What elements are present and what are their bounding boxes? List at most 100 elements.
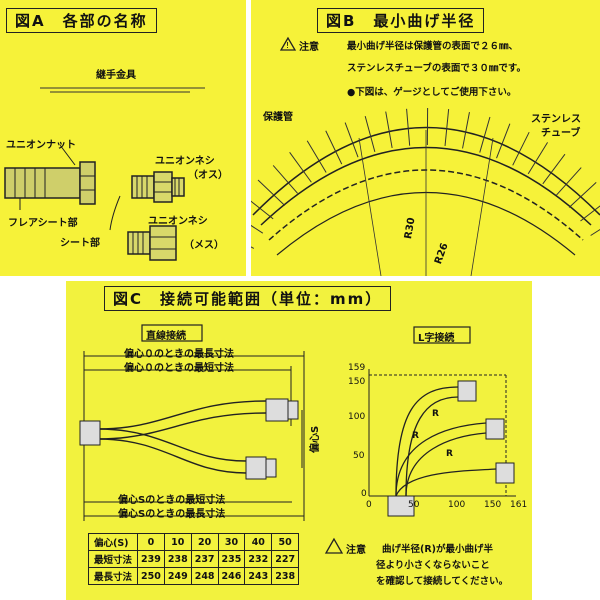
- table-cell: 227: [271, 550, 300, 568]
- r-label-1: R: [412, 431, 419, 441]
- table-header-row: 偏心(S) 0 10 20 30 40 50: [87, 533, 300, 551]
- gauge-rib: [385, 111, 393, 149]
- x-tick-100: 100: [448, 500, 466, 510]
- y-tick-100: 100: [348, 412, 366, 422]
- gauge-rib: [406, 108, 411, 146]
- gauge-rib: [512, 131, 530, 166]
- seat-label: シート部: [60, 238, 100, 249]
- panel-a-title: 図A 各部の名称: [6, 8, 157, 33]
- straight-label: 直線接続: [146, 331, 186, 342]
- bend-gauge-drawing: !: [251, 36, 600, 276]
- y-tick-0: 0: [361, 489, 367, 499]
- gauge-rib: [568, 182, 597, 208]
- gauge-rib: [444, 109, 450, 146]
- svg-text:!: !: [286, 41, 289, 50]
- gauge-rib: [306, 140, 327, 173]
- panel-c-title: 図C 接続可能範囲（単位：mm）: [104, 286, 392, 311]
- table-cell: 最長寸法: [87, 567, 139, 585]
- table-cell: 235: [217, 550, 246, 568]
- gauge-rib: [542, 153, 566, 185]
- panel-c: 図C 接続可能範囲（単位：mm）: [66, 281, 532, 600]
- connection-drawing: [79, 324, 516, 554]
- gauge-rib: [251, 224, 264, 234]
- table-cell: 249: [163, 567, 192, 585]
- y-tick-150: 150: [348, 377, 366, 387]
- caution-line-3: ●下図は、ゲージとしてご使用下さい。: [347, 87, 517, 98]
- o-short-label: 偏心０のときの最短寸法: [124, 363, 234, 374]
- gauge-rib: [325, 130, 343, 165]
- caution-c-line-3: を確認して接続してください。: [376, 576, 509, 587]
- table-cell: 238: [163, 550, 192, 568]
- gauge-rib: [344, 122, 359, 158]
- union-nut-label: ユニオンナット: [6, 140, 76, 151]
- gauge-rib: [479, 116, 491, 153]
- table-header: 偏心(S): [87, 533, 139, 551]
- panel-a: 図A 各部の名称 継手金具: [0, 0, 246, 276]
- table-cell: 243: [244, 567, 273, 585]
- gauge-rib: [580, 205, 600, 222]
- gauge-rib: [251, 246, 255, 249]
- y-tick-50: 50: [353, 451, 365, 461]
- caution-c-line-1: 曲げ半径(R)が最小曲げ半: [382, 544, 493, 555]
- table-cell: 248: [190, 567, 219, 585]
- table-cell: 232: [244, 550, 273, 568]
- caution-c-line-2: 径より小さくならないこと: [376, 560, 490, 571]
- protect-tube-label: 保護管: [263, 112, 293, 123]
- y-tick-159: 159: [348, 363, 366, 373]
- s-long-label: 偏心Sのときの最長寸法: [118, 509, 226, 520]
- table-header: 20: [190, 533, 219, 551]
- dimension-table: 偏心(S) 0 10 20 30 40 50 最短寸法 239 238 237 …: [87, 533, 300, 585]
- table-cell: 239: [137, 550, 165, 568]
- table-row: 最短寸法 239 238 237 235 232 227: [87, 550, 300, 568]
- gauge-rib: [462, 112, 470, 149]
- caution-label-c: 注意: [346, 545, 366, 556]
- table-cell: 最短寸法: [87, 550, 139, 568]
- caution-label-b: 注意: [299, 42, 319, 53]
- table-header: 30: [217, 533, 246, 551]
- s-short-label: 偏心Sのときの最短寸法: [118, 495, 226, 506]
- table-cell: 238: [271, 567, 300, 585]
- male-label: （オス）: [188, 170, 228, 181]
- male-union-screw-drawing: [131, 171, 185, 203]
- stainless-label-1: ステンレス: [531, 114, 581, 125]
- gauge-rib: [556, 167, 582, 196]
- l-shape-label: L字接続: [418, 333, 455, 344]
- caution-line-1: 最小曲げ半径は保護管の表面で２６㎜、: [347, 41, 519, 52]
- gauge-rib: [289, 152, 312, 183]
- panel-b-title: 図B 最小曲げ半径: [317, 8, 485, 33]
- x-tick-161: 161: [510, 500, 528, 510]
- r-label-2: R: [432, 409, 439, 419]
- gauge-rib: [527, 142, 548, 175]
- female-union-screw-drawing: [127, 225, 177, 261]
- female-label: （メス）: [184, 240, 224, 251]
- table-cell: 246: [217, 567, 246, 585]
- flare-seat-label: フレアシート部: [8, 218, 78, 229]
- table-header: 0: [137, 533, 165, 551]
- table-cell: 250: [137, 567, 165, 585]
- gauge-rib: [590, 228, 600, 236]
- gauge-rib: [272, 165, 298, 194]
- o-long-label: 偏心０のときの最長寸法: [124, 349, 234, 360]
- union-screw-female-label: ユニオンネシ: [148, 216, 208, 227]
- table-header: 50: [271, 533, 300, 551]
- union-nut-drawing: [4, 144, 96, 210]
- warning-icon: [279, 36, 297, 51]
- stainless-label-2: チューブ: [541, 128, 581, 139]
- gauge-rib: [257, 179, 286, 206]
- table-header: 10: [163, 533, 192, 551]
- gauge-rib: [251, 200, 274, 220]
- x-tick-50: 50: [408, 500, 420, 510]
- panel-b: 図B 最小曲げ半径 ! 注意 最小曲げ半径は保護管の表面で２６㎜、 ステンレスチ…: [251, 0, 600, 276]
- r-label-3: R: [446, 449, 453, 459]
- parts-drawing: [4, 87, 205, 261]
- caution-line-2: ステンレスチューブの表面で３０㎜です。: [347, 63, 526, 74]
- x-tick-0: 0: [366, 500, 372, 510]
- joint-label: 継手金具: [96, 70, 136, 81]
- table-row: 最長寸法 250 249 248 246 243 238: [87, 567, 300, 585]
- x-tick-150: 150: [484, 500, 502, 510]
- offset-s-label: 偏心S: [310, 425, 321, 453]
- table-header: 40: [244, 533, 273, 551]
- union-screw-male-label: ユニオンネシ: [155, 156, 215, 167]
- gauge-rib: [364, 115, 376, 152]
- gauge-rib: [496, 123, 511, 159]
